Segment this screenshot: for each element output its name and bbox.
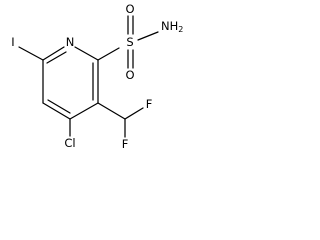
atom-label-amine: NH2 xyxy=(161,19,183,34)
bond-s-n xyxy=(137,31,159,41)
atom-label-chlorine: Cl xyxy=(64,136,75,150)
atom-label-iodine: I xyxy=(11,35,14,49)
bond-chf2-f-top xyxy=(124,107,144,120)
bond-c3-chf2 xyxy=(97,102,126,120)
bond-c3-c4 xyxy=(69,102,99,120)
chemical-structure-diagram: N I S O O NH2 Cl F F xyxy=(11,2,183,151)
atom-label-fluorine-top: F xyxy=(146,97,153,111)
bond-c2-s xyxy=(97,47,120,61)
atom-label-oxygen-top: O xyxy=(125,2,134,16)
atom-label-sulfur: S xyxy=(126,35,133,49)
bond-c4-c5 xyxy=(42,102,71,120)
atom-label-oxygen-bottom: O xyxy=(125,68,134,82)
atom-labels: N I S O O NH2 Cl F F xyxy=(11,2,183,151)
bond-c6-c6-double-inner xyxy=(46,51,67,64)
bond-c6-i xyxy=(18,46,44,61)
atom-label-nitrogen: N xyxy=(66,35,75,49)
bond-n-c6 xyxy=(42,46,65,61)
amine-subscript: 2 xyxy=(178,25,183,34)
bonds xyxy=(18,15,159,138)
bond-c4-c5-double-inner xyxy=(47,99,71,114)
amine-symbol: NH xyxy=(161,19,178,33)
atom-label-fluorine-bottom: F xyxy=(122,137,129,151)
bond-n-c2 xyxy=(74,46,99,61)
